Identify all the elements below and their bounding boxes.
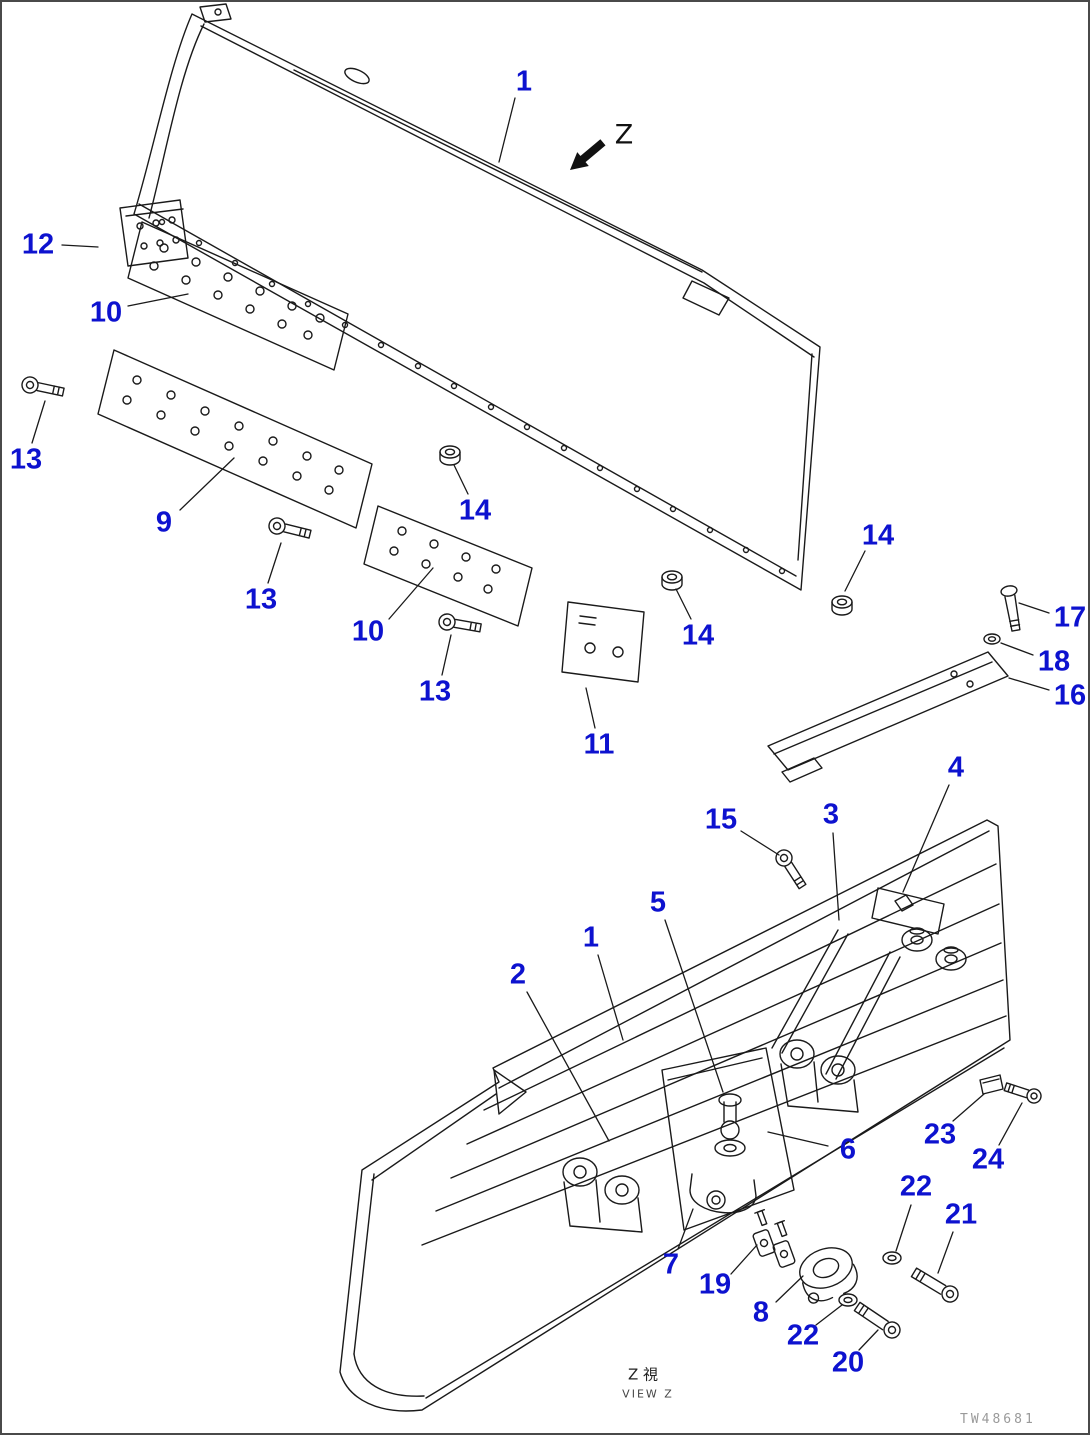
braces-3: [771, 929, 901, 1080]
callout-17: 17: [1053, 601, 1087, 634]
center-pivot-pin: [714, 1093, 746, 1157]
shim-23: [979, 1074, 1004, 1095]
callout-13: 13: [244, 583, 278, 616]
callout-13: 13: [418, 675, 452, 708]
callout-22: 22: [786, 1319, 820, 1352]
plate-16: [767, 651, 1009, 783]
callout-23: 23: [923, 1118, 957, 1151]
callout-1: 1: [582, 921, 600, 954]
view-arrow-icon: [570, 139, 606, 170]
callout-14: 14: [861, 519, 895, 552]
washer-22-icon: [838, 1293, 858, 1307]
trunnion-cradle: [689, 1173, 757, 1214]
washer-18-icon: [983, 633, 1001, 645]
leader-lines: [31, 97, 1050, 1351]
nut-14-icon: [661, 570, 683, 591]
view-arrow-label: Z: [614, 119, 634, 151]
nut-14-icon: [831, 595, 853, 616]
cutting-edge-upper: [127, 221, 349, 371]
callout-22: 22: [899, 1170, 933, 1203]
clamp-19: [752, 1209, 796, 1268]
callout-14: 14: [458, 494, 492, 527]
view-note-line2: VIEW Z: [622, 1387, 674, 1401]
bolt-24-icon: [1003, 1082, 1042, 1104]
bolt-13-icon: [268, 517, 312, 539]
callout-4: 4: [947, 751, 965, 784]
drawing-number: TW48681: [960, 1412, 1036, 1427]
nut-14-icon: [439, 445, 461, 466]
callout-2: 2: [509, 958, 527, 991]
callout-19: 19: [698, 1268, 732, 1301]
callout-18: 18: [1037, 645, 1071, 678]
callout-8: 8: [752, 1296, 770, 1329]
bracket-4: [871, 887, 945, 935]
blade-moldboard: [133, 3, 821, 591]
bolt-13-icon: [21, 376, 65, 397]
blade-back: [339, 819, 1011, 1412]
callout-21: 21: [944, 1198, 978, 1231]
trunnion-8: [799, 1247, 858, 1304]
bolt-15-icon: [775, 849, 807, 890]
callout-12: 12: [21, 228, 55, 261]
bolt-20-icon: [853, 1301, 901, 1339]
callout-9: 9: [155, 506, 173, 539]
callout-24: 24: [971, 1143, 1005, 1176]
callout-14: 14: [681, 619, 715, 652]
washer-22-icon: [882, 1251, 902, 1265]
cutting-edge-center: [97, 349, 373, 529]
callout-10: 10: [89, 296, 123, 329]
bolt-21-icon: [910, 1267, 959, 1303]
bolt-17-icon: [1000, 585, 1021, 632]
callout-1: 1: [515, 65, 533, 98]
callout-20: 20: [831, 1346, 865, 1379]
callout-3: 3: [822, 798, 840, 831]
bolt-13-icon: [438, 613, 482, 633]
callout-6: 6: [839, 1133, 857, 1166]
callout-5: 5: [649, 886, 667, 919]
callout-16: 16: [1053, 679, 1087, 712]
bracket-11: [561, 601, 645, 683]
callout-13: 13: [9, 443, 43, 476]
callout-15: 15: [704, 803, 738, 836]
view-note-line1: Z 視: [627, 1365, 659, 1384]
cutting-edge-lower: [363, 505, 533, 627]
callout-7: 7: [662, 1248, 680, 1281]
callout-10: 10: [351, 615, 385, 648]
push-bracket-left: [562, 1157, 643, 1233]
callout-11: 11: [583, 728, 615, 761]
